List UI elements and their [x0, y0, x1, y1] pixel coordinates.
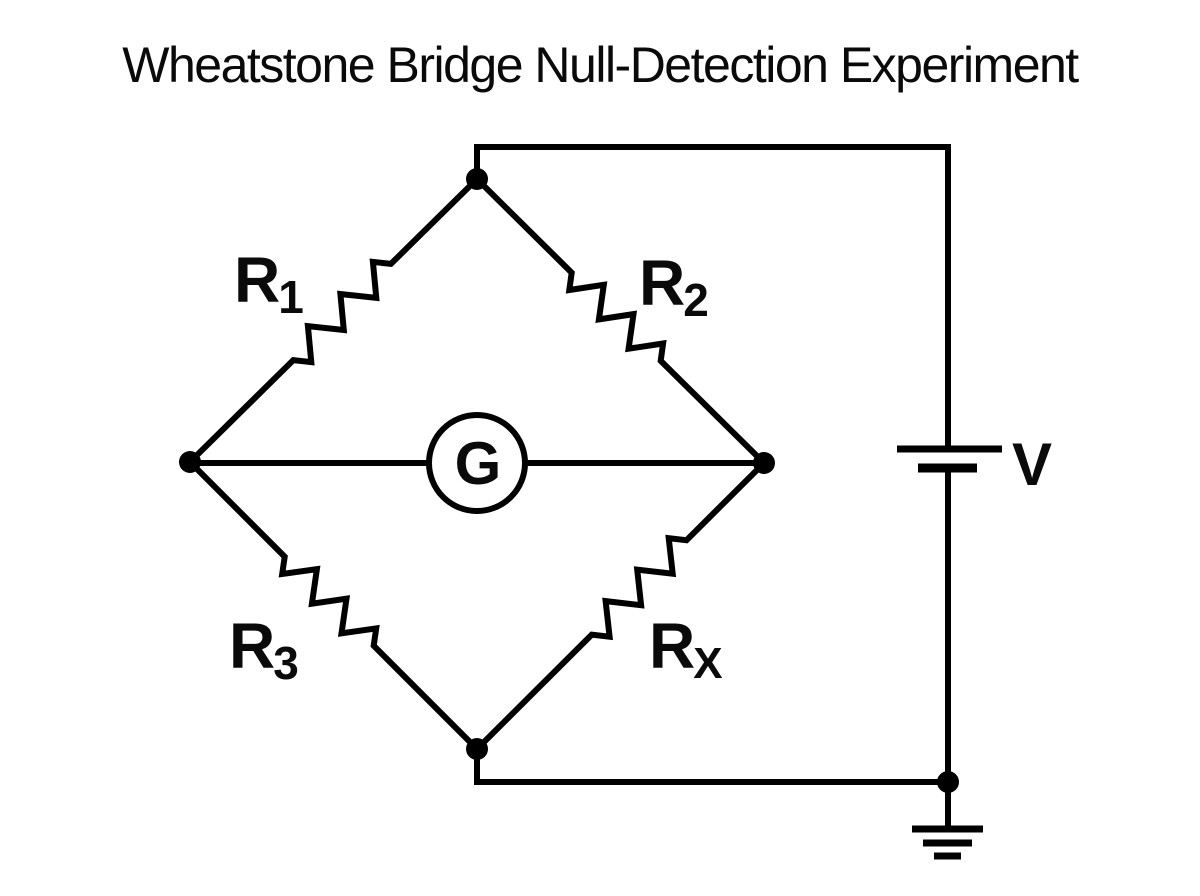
resistor-r2-arm [474, 176, 767, 466]
junction-dot-group [179, 168, 959, 793]
resistor-rx-label: RX [649, 610, 722, 688]
bottom-node-dot [466, 738, 488, 760]
resistor-r1-subscript: 1 [278, 271, 303, 323]
diagram-title: Wheatstone Bridge Null-Detection Experim… [122, 37, 1079, 93]
label-group: R1 R2 R3 RX G V [229, 244, 1054, 689]
resistor-r3-base: R [229, 610, 274, 682]
resistor-rx-arm [474, 460, 767, 752]
resistor-r1-base: R [234, 244, 279, 316]
resistor-r3-label: R3 [229, 610, 297, 689]
resistor-rx-subscript: X [693, 639, 722, 688]
resistor-r2-subscript: 2 [683, 274, 707, 326]
ground-junction-dot [937, 771, 959, 793]
resistor-r1-label: R1 [234, 244, 303, 323]
top-node-dot [466, 168, 488, 190]
resistor-r3-arm [187, 459, 480, 752]
resistor-r1-arm [187, 176, 480, 465]
wire-group [187, 144, 1002, 860]
resistor-rx-base: R [649, 610, 694, 682]
left-node-dot [179, 451, 201, 473]
galvanometer-label: G [455, 430, 500, 497]
resistor-r2-label: R2 [639, 247, 707, 326]
wire-bottom-node-to-ground-junction [474, 749, 948, 785]
wire-top-node-to-battery [474, 144, 951, 446]
battery-voltage-label: V [1012, 431, 1052, 498]
resistor-r3-subscript: 3 [273, 637, 297, 689]
resistor-r2-base: R [639, 247, 684, 319]
galvanometer-circle [426, 412, 528, 514]
right-node-dot [753, 452, 775, 474]
